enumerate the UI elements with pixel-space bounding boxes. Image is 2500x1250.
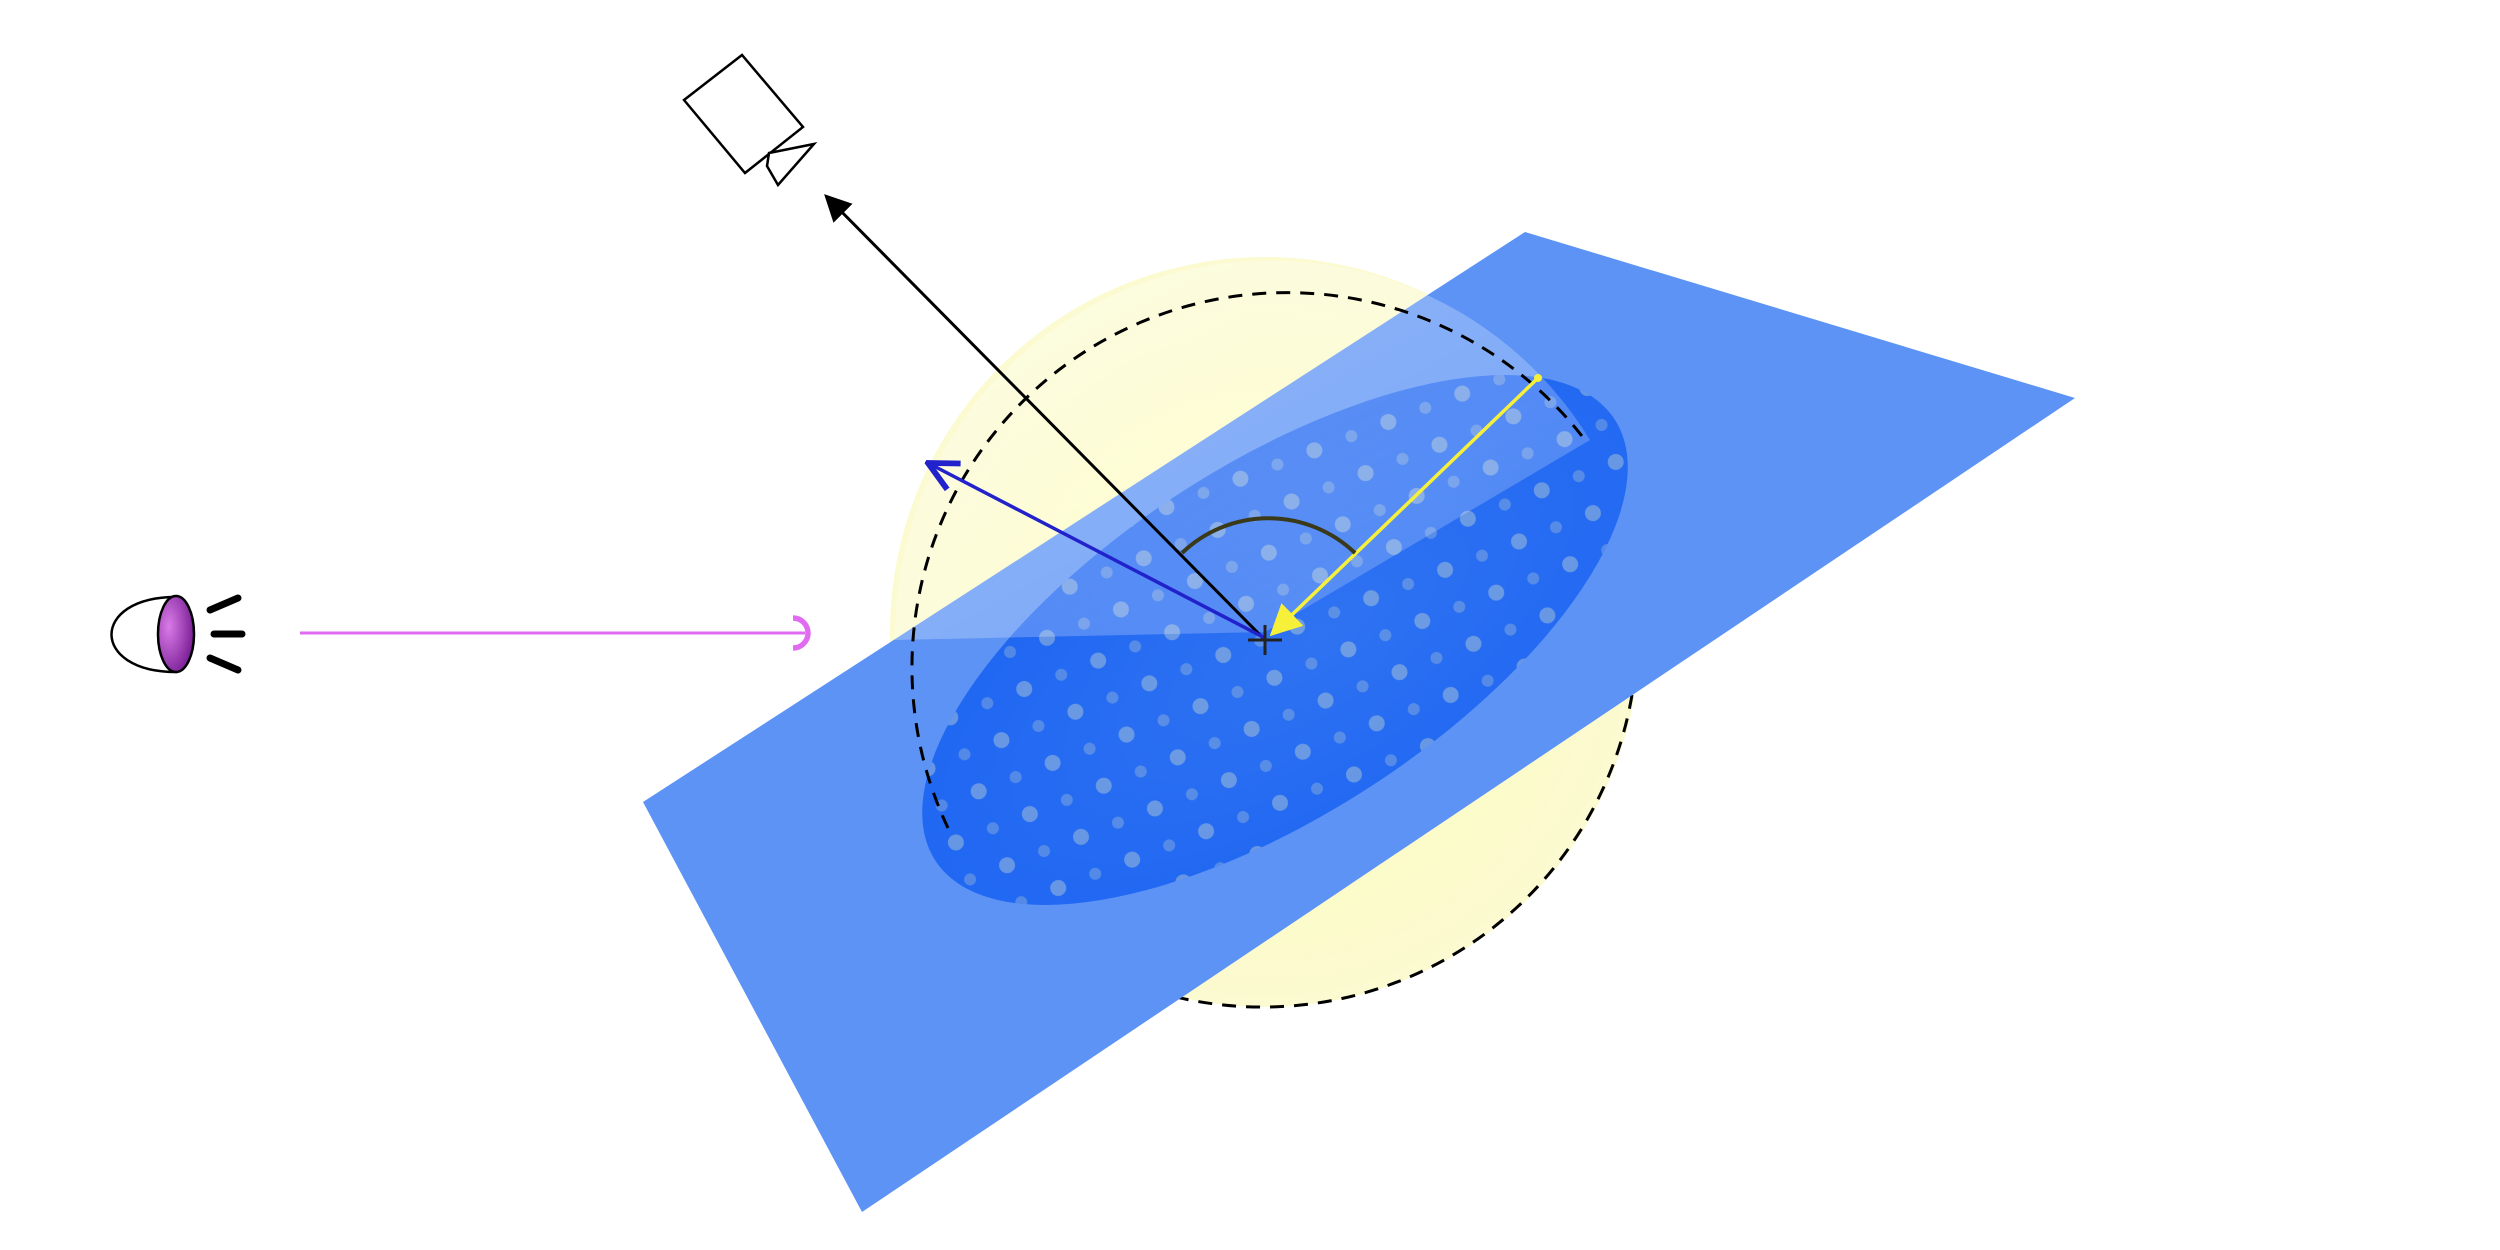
hemisphere-upper-glass	[894, 260, 1590, 640]
camera-view-ray	[824, 194, 1267, 642]
light-source-icon	[110, 594, 246, 674]
surface-point-marker	[1248, 625, 1282, 655]
angle-arc	[1180, 516, 1357, 555]
hemisphere-upper-outline	[910, 291, 1587, 829]
reflected-ray	[928, 463, 1266, 640]
camera-icon	[682, 53, 818, 188]
incident-ray	[1269, 376, 1540, 637]
